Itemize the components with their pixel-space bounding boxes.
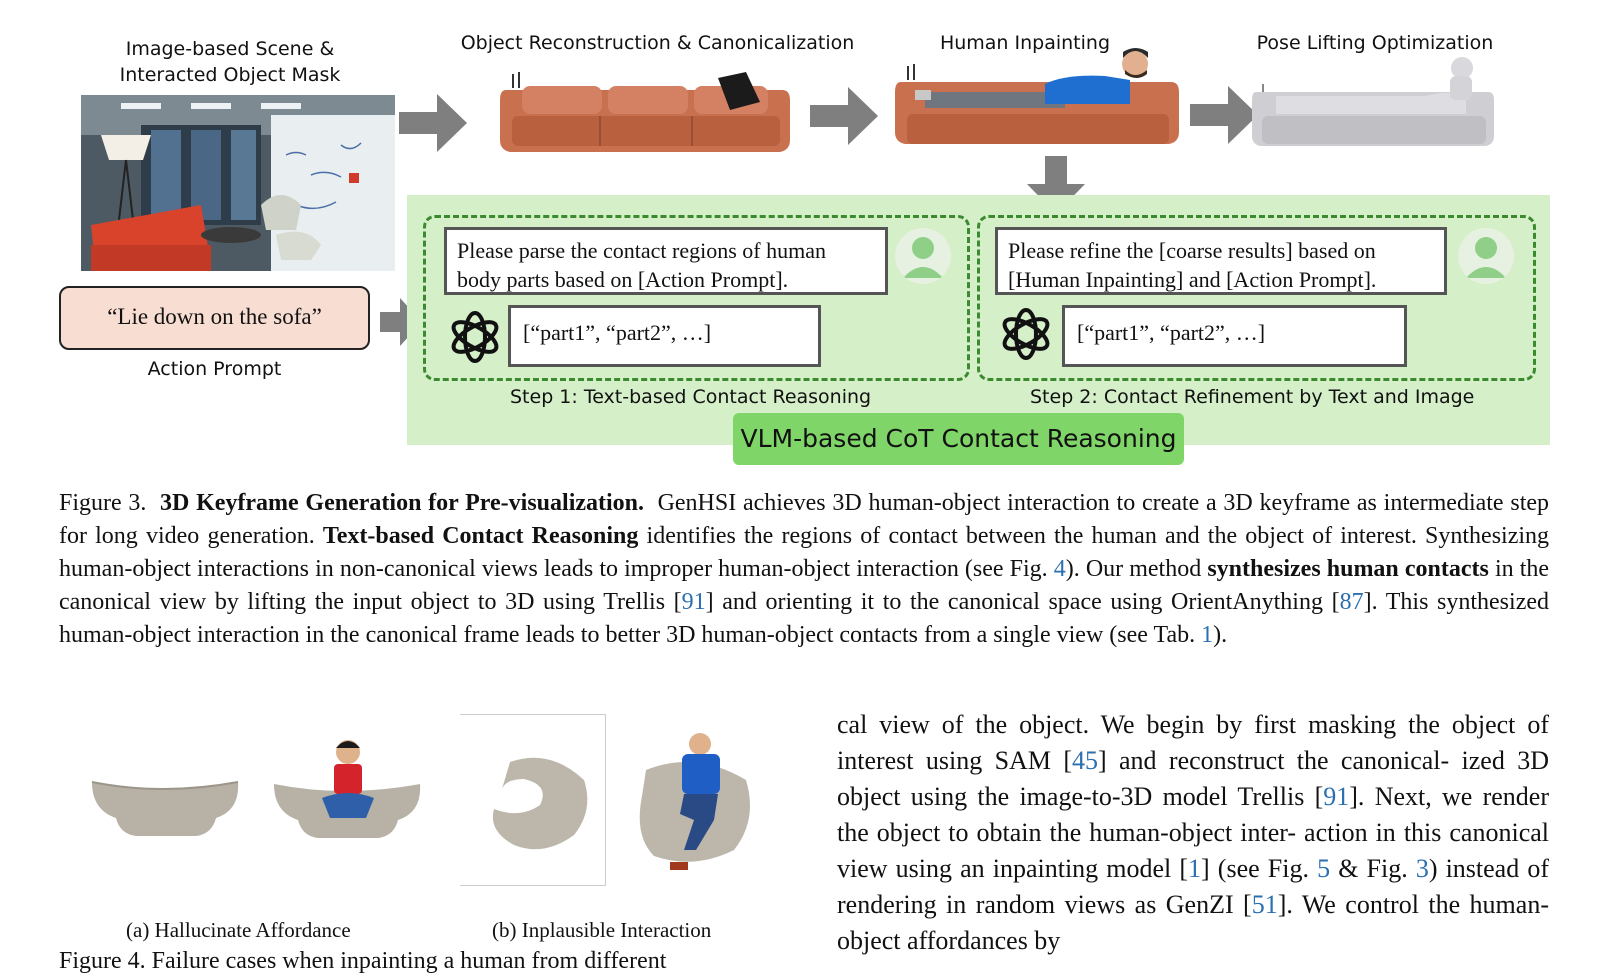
body-text: cal view of the object. We begin by firs… <box>837 710 1549 775</box>
figure-ref-link[interactable]: 3 <box>1415 854 1429 883</box>
step2-container <box>977 215 1536 381</box>
body-text: & Fig. <box>1338 854 1408 883</box>
scene-header: Image-based Scene & Interacted Object Ma… <box>80 36 380 88</box>
step1-query-line2: body parts based on [Action Prompt]. <box>457 267 789 292</box>
openai-logo-icon <box>1002 308 1050 360</box>
citation-link[interactable]: 51 <box>1251 890 1278 919</box>
pose-header: Pose Lifting Optimization <box>1256 32 1494 54</box>
citation-link[interactable]: 1 <box>1188 854 1202 883</box>
reconstructed-sofa <box>500 72 790 152</box>
figure-ref-link[interactable]: 5 <box>1317 854 1331 883</box>
caption-bold: Text-based Contact Reasoning <box>322 523 639 549</box>
caption-text: ). Our method <box>1065 556 1202 582</box>
step1-container <box>423 215 970 381</box>
figure4-caption: Figure 4. Failure cases when inpainting … <box>59 948 667 974</box>
caption-text: ]. This synthesized human-object interac… <box>59 589 1549 648</box>
body-text: ] (see Fig. <box>1201 854 1309 883</box>
body-text: ) instead of rendering in random views a… <box>837 854 1549 919</box>
body-paragraph: cal view of the object. We begin by firs… <box>837 707 1549 959</box>
action-prompt-box: “Lie down on the sofa” <box>59 286 370 350</box>
step2-label: Step 2: Contact Refinement by Text and I… <box>1030 386 1475 408</box>
inpaint-header: Human Inpainting <box>939 32 1111 54</box>
fig4a-human-object <box>274 740 421 838</box>
caption-text: in the canonical view by lifting the inp… <box>59 556 1550 615</box>
caption-title: 3D Keyframe Generation for Pre-visualiza… <box>159 490 645 516</box>
caption-text: identifies the regions of contact betwee… <box>59 523 1550 582</box>
caption-text: ] and orienting it to the canonical spac… <box>705 589 1340 615</box>
pose-lifting-mesh <box>1252 57 1494 146</box>
step2-query-line1: Please refine the [coarse results] based… <box>1008 238 1376 263</box>
recon-header: Object Reconstruction & Canonicalization <box>460 32 855 54</box>
table-ref-link[interactable]: 1 <box>1201 622 1214 648</box>
caption-prefix: Figure 3. <box>59 490 147 516</box>
action-prompt-label: Action Prompt <box>147 358 282 380</box>
figure3-caption: Figure 3. 3D Keyframe Generation for Pre… <box>59 487 1549 652</box>
step1-response: [“part1”, “part2”, …] <box>508 305 821 367</box>
user-avatar-icon <box>895 228 951 284</box>
step2-response: [“part1”, “part2”, …] <box>1062 305 1407 367</box>
arrow-right-icon <box>810 87 878 145</box>
fig4b-human-object <box>639 733 750 870</box>
fig4b-caption: (b) Inplausible Interaction <box>492 918 712 942</box>
caption-text: GenHSI achieves 3D human-object interact… <box>59 490 1550 549</box>
step2-query-line2: [Human Inpainting] and [Action Prompt]. <box>1008 267 1377 292</box>
user-avatar-icon <box>1458 228 1514 284</box>
arrow-right-icon <box>399 94 467 152</box>
fig4a-object <box>91 781 239 836</box>
openai-logo-icon <box>451 311 499 363</box>
arrow-right-icon <box>1190 86 1258 144</box>
fig4a-caption: (a) Hallucinate Affordance <box>126 918 351 942</box>
step2-query: Please refine the [coarse results] based… <box>995 227 1447 295</box>
scene-header-line2: Interacted Object Mask <box>119 64 341 86</box>
caption-bold: synthesizes human contacts <box>1207 556 1489 582</box>
scene-header-line1: Image-based Scene & <box>125 38 335 60</box>
step1-label: Step 1: Text-based Contact Reasoning <box>510 386 872 408</box>
fig4b-bracket <box>460 714 606 886</box>
body-text: ]. We control the human-object affordanc… <box>837 890 1549 955</box>
citation-link[interactable]: 87 <box>1339 589 1364 615</box>
figure-ref-link[interactable]: 4 <box>1053 556 1066 582</box>
step1-query: Please parse the contact regions of huma… <box>444 227 888 295</box>
inpainted-human-sofa <box>895 48 1179 144</box>
vlm-cot-badge: VLM-based CoT Contact Reasoning <box>733 413 1184 465</box>
arrow-right-icon <box>380 298 422 346</box>
body-text: ] and reconstruct the canonical- ized 3D… <box>837 746 1549 811</box>
step1-query-line1: Please parse the contact regions of huma… <box>457 238 826 263</box>
citation-link[interactable]: 91 <box>681 589 706 615</box>
citation-link[interactable]: 91 <box>1323 782 1350 811</box>
arrow-down-icon <box>1027 156 1085 214</box>
fig4b-object <box>492 757 588 850</box>
citation-link[interactable]: 45 <box>1071 746 1098 775</box>
caption-text: ). <box>1213 622 1228 648</box>
body-text: ]. Next, we render the object to obtain … <box>837 782 1549 883</box>
scene-photo <box>81 95 395 271</box>
